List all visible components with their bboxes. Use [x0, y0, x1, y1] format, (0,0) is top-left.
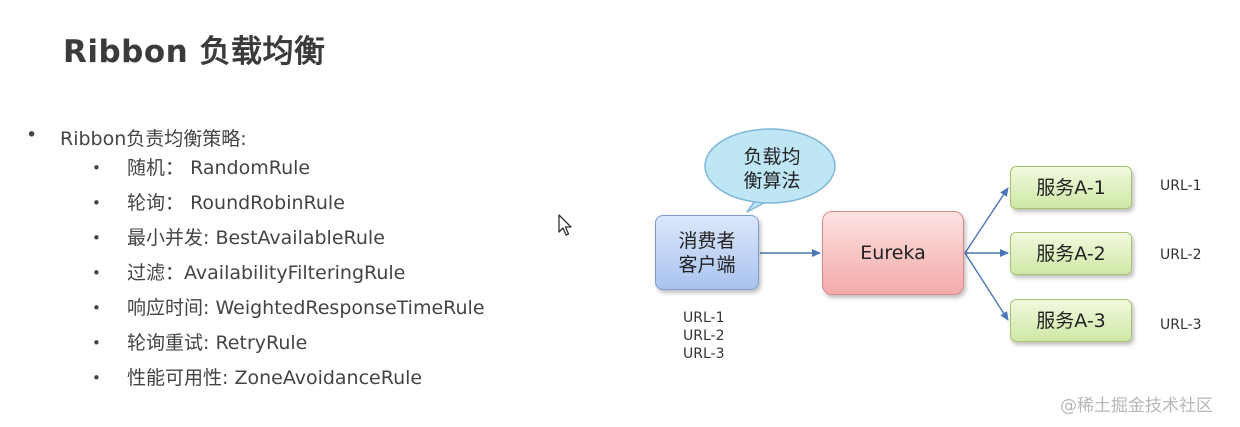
- eureka-node: Eureka: [822, 211, 964, 295]
- bullet: •: [92, 159, 101, 177]
- strategy-text: 轮询重试: RetryRule: [127, 332, 308, 354]
- service-url-3: URL-3: [1160, 317, 1202, 333]
- consumer-label-line1: 消费者: [678, 229, 736, 252]
- eureka-to-service3-arrow: [964, 252, 1009, 321]
- strategy-text: 轮询： RoundRobinRule: [127, 192, 345, 214]
- bullet: •: [92, 334, 101, 352]
- service-url-1: URL-1: [1160, 178, 1202, 194]
- consumer-url-list: URL-1 URL-2 URL-3: [683, 310, 725, 362]
- bubble-text: 负载均 衡算法: [743, 146, 801, 192]
- strategy-text: 性能可用性: ZoneAvoidanceRule: [127, 367, 423, 389]
- consumer-label-line2: 客户端: [678, 253, 736, 276]
- speech-bubble: [704, 128, 836, 213]
- bullet: •: [92, 264, 101, 282]
- bullet: •: [92, 369, 101, 387]
- mouse-cursor-icon: [558, 214, 572, 236]
- service-node-a2: 服务A-2: [1010, 232, 1132, 275]
- strategy-text: 最小并发: BestAvailableRule: [127, 227, 385, 249]
- consumer-client-node: 消费者 客户端: [655, 215, 759, 290]
- strategy-text: 随机： RandomRule: [127, 157, 311, 179]
- page-title: Ribbon 负载均衡: [63, 34, 326, 70]
- bullet: •: [92, 299, 101, 317]
- bullet: •: [92, 194, 101, 212]
- strategy-intro-text: Ribbon负责均衡策略:: [60, 128, 247, 150]
- service-url-2: URL-2: [1160, 247, 1202, 263]
- strategy-text: 响应时间: WeightedResponseTimeRule: [127, 297, 485, 319]
- strategy-text: 过滤：AvailabilityFilteringRule: [127, 262, 406, 284]
- bullet: •: [26, 124, 38, 146]
- bullet: •: [92, 229, 101, 247]
- service-node-a1: 服务A-1: [1010, 166, 1132, 209]
- service-node-a3: 服务A-3: [1010, 299, 1132, 342]
- watermark: @稀土掘金技术社区: [1060, 396, 1213, 416]
- eureka-to-service1-arrow: [964, 187, 1009, 254]
